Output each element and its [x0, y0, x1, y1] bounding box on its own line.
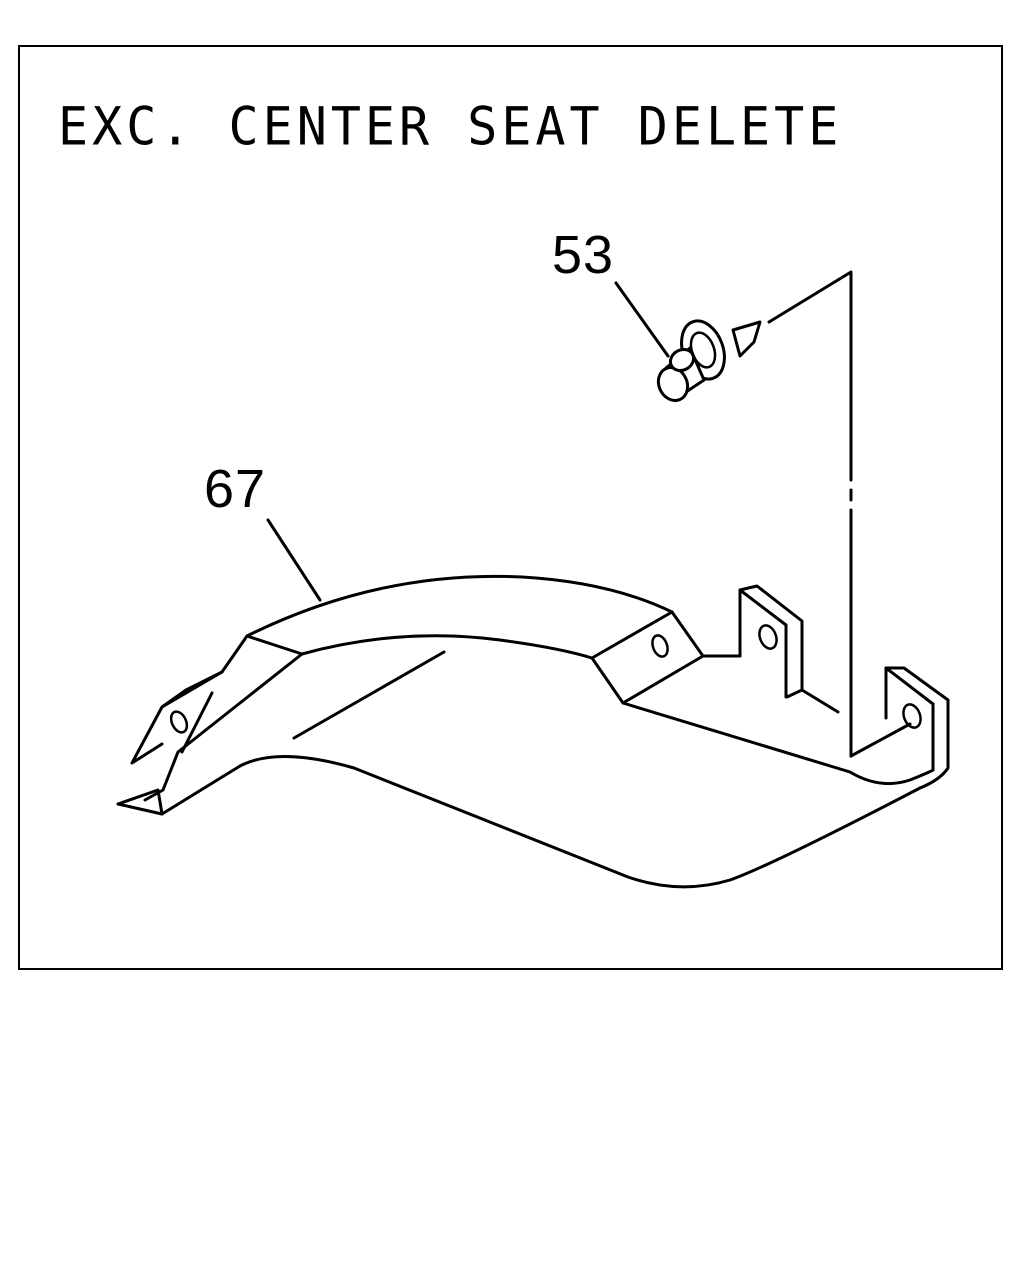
diagram-frame	[18, 45, 1003, 970]
install-guide-line	[767, 270, 912, 758]
seat-bracket-cover-67	[116, 574, 950, 889]
callout-label-67: 67	[204, 459, 267, 519]
callout-label-53: 53	[552, 225, 615, 285]
clip-fastener-53	[656, 319, 762, 403]
leader-line-67	[266, 518, 322, 602]
leader-line-53	[614, 281, 670, 358]
diagram-heading: EXC. CENTER SEAT DELETE	[58, 96, 843, 157]
